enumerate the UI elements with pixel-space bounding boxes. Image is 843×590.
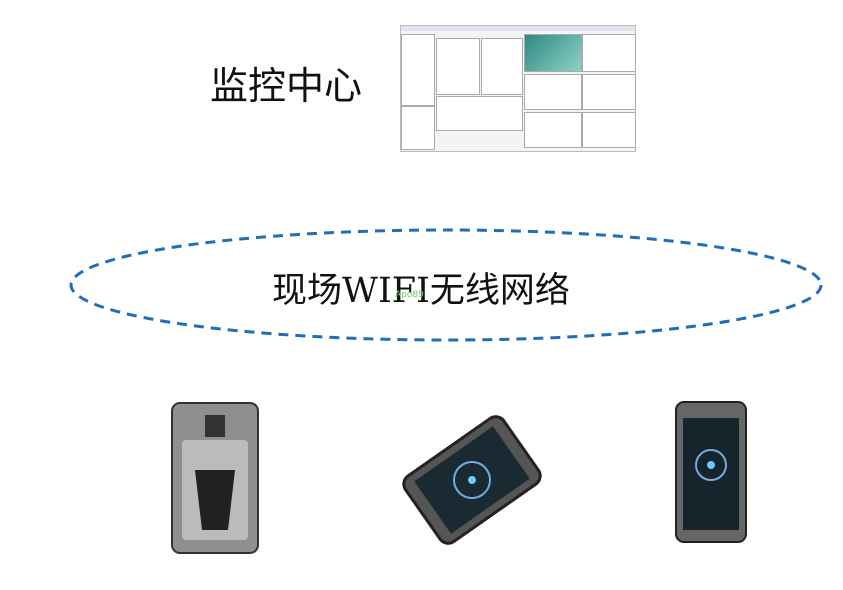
device-tilted-view [402, 415, 542, 545]
video-6 [582, 112, 636, 148]
wifi-network-ellipse [69, 228, 823, 342]
device-tree [401, 34, 435, 106]
list-pane [481, 38, 523, 95]
video-3 [524, 74, 582, 110]
video-5 [524, 112, 582, 148]
monitor-center-label: 监控中心 [210, 64, 363, 108]
folder-tree [436, 38, 480, 95]
video-4 [582, 74, 636, 110]
monitor-software-screenshot [400, 25, 636, 152]
wifi-network-label: 现场WIFI无线网络 [272, 271, 570, 311]
device-front-view [675, 401, 747, 543]
log-pane [436, 96, 523, 131]
video-1 [524, 34, 582, 72]
titlebar [401, 26, 635, 31]
device-back-view [171, 402, 259, 554]
watermark: Apo89 [395, 290, 424, 300]
info-pane [401, 106, 435, 150]
video-2 [582, 34, 636, 72]
